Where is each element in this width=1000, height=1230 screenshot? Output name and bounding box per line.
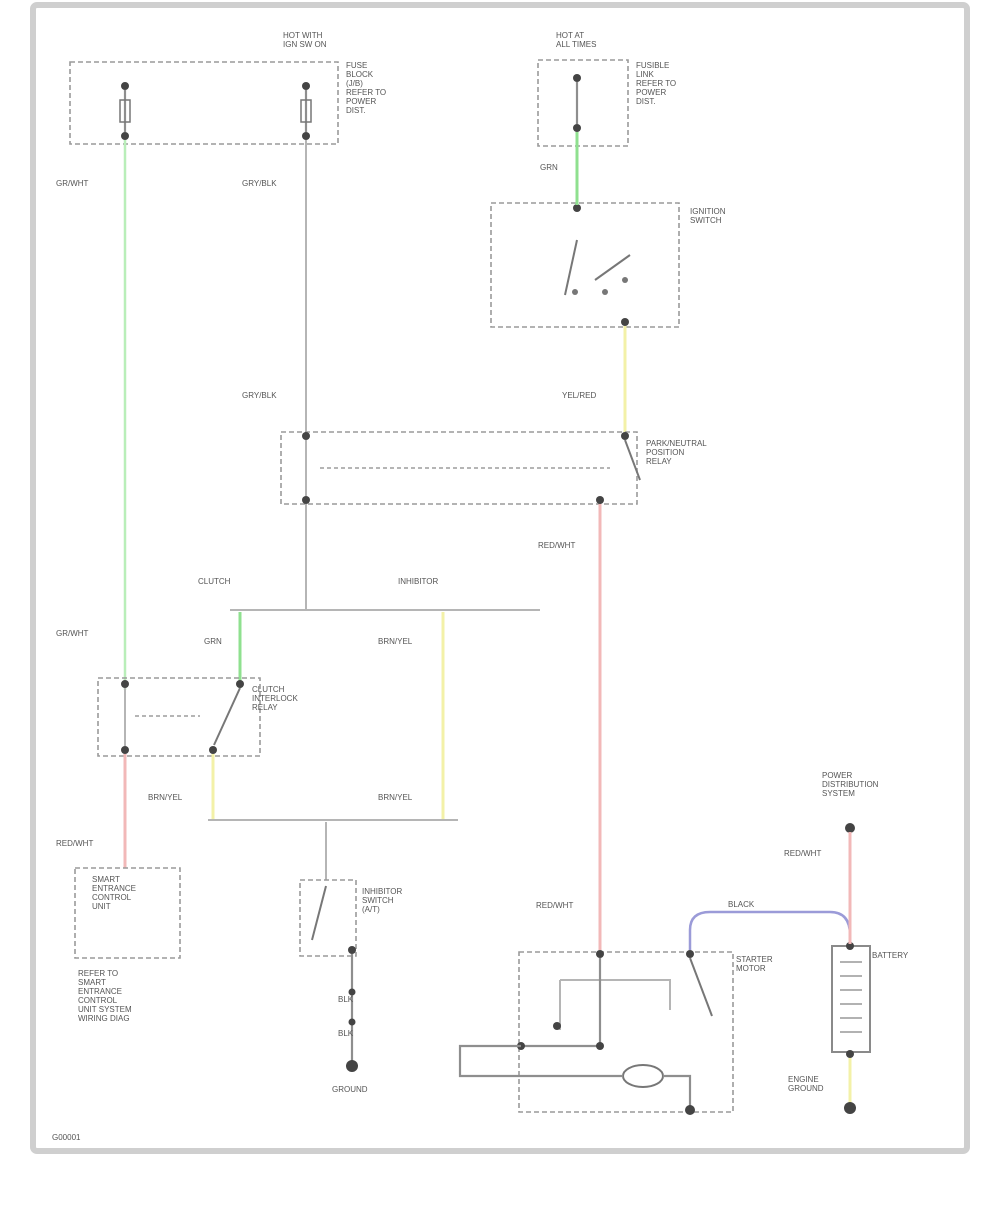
inhibitor-switch-box [299, 879, 357, 957]
starter-ground-terminal [685, 1105, 695, 1115]
clutch-terminal-1 [121, 680, 129, 688]
clutch-terminal-3 [236, 680, 244, 688]
fuse-terminal-4 [302, 132, 310, 140]
tag-yellow-left: BRN/YEL [148, 793, 183, 802]
fuse-terminal-3 [302, 82, 310, 90]
tag-green-clutch: GRN [204, 637, 222, 646]
tag-red-center: RED/WHT [538, 541, 575, 550]
tag-red-right: RED/WHT [784, 849, 821, 858]
fuse-element-right [300, 99, 312, 123]
ignition-terminal-out [621, 318, 629, 326]
tag-green-left-mid: GR/WHT [56, 629, 89, 638]
pnp-switch-contact [624, 439, 641, 481]
ignition-switch-box [490, 202, 680, 328]
clutch-relay-box [97, 677, 261, 757]
pnp-terminal-2 [302, 496, 310, 504]
ignition-contact-pt-3 [622, 277, 628, 283]
ignition-contact [564, 239, 578, 296]
tag-grey-center-top: GRY/BLK [242, 179, 277, 188]
pnp-terminal-3 [621, 432, 629, 440]
smart-entrance-box [74, 867, 181, 959]
pnp-terminal-4 [596, 496, 604, 504]
starter-terminal-s [596, 950, 604, 958]
fuse-terminal-2 [121, 132, 129, 140]
starter-junction-3 [553, 1022, 561, 1030]
tag-black-ground: BLK [338, 995, 354, 1004]
starter-solenoid-contact [689, 957, 713, 1017]
fusible-link-terminal [573, 74, 581, 82]
inhibitor-terminal-out [348, 946, 356, 954]
ignition-contact-pt-2 [602, 289, 608, 295]
tag-red-starter: RED/WHT [536, 901, 573, 910]
clutch-terminal-4 [209, 746, 217, 754]
starter-internal-1 [559, 979, 671, 1030]
splice-right-label: INHIBITOR [398, 577, 439, 586]
ignition-contact-2 [594, 254, 631, 281]
battery-ground-symbol [844, 1102, 856, 1114]
splice-left-label: CLUTCH [198, 577, 231, 586]
starter-junction-1 [596, 1042, 604, 1050]
battery-negative [846, 1050, 854, 1058]
fuse-terminal-1 [121, 82, 129, 90]
pnp-relay-box [280, 431, 638, 505]
battery-label: BATTERY [872, 951, 909, 960]
diagram-frame [30, 2, 970, 1154]
inhibitor-switch-contact [311, 885, 327, 941]
starter-motor-armature [622, 1064, 664, 1088]
battery-cells [840, 961, 862, 1033]
battery-positive [846, 942, 854, 950]
tag-green-tr: GRN [540, 163, 558, 172]
fuse-block-right [537, 59, 629, 147]
starter-motor-box [518, 951, 734, 1113]
fuse-element-left [119, 99, 131, 123]
tag-yellow-right-bot: BRN/YEL [378, 793, 413, 802]
pnp-terminal-1 [302, 432, 310, 440]
ignition-terminal-in [573, 204, 581, 212]
tag-yellow-right-top: BRN/YEL [378, 637, 413, 646]
fuse-block-left [69, 61, 339, 145]
ground-left-symbol [346, 1060, 358, 1072]
tag-yellow-ign: YEL/RED [562, 391, 596, 400]
tag-green-left-top: GR/WHT [56, 179, 89, 188]
starter-internal-3 [458, 1044, 692, 1110]
inhibitor-connector-1 [348, 988, 356, 996]
clutch-switch-contact [213, 687, 241, 746]
ignition-contact-pt-1 [572, 289, 578, 295]
inhibitor-connector-2 [348, 1018, 356, 1026]
power-dist-terminal [845, 823, 855, 833]
ground-left-label: GROUND [332, 1085, 368, 1094]
tag-red-left: RED/WHT [56, 839, 93, 848]
clutch-terminal-2 [121, 746, 129, 754]
diagram-id: G00001 [52, 1133, 81, 1142]
wire-blue-battery [688, 910, 852, 950]
tag-grey-center-mid: GRY/BLK [242, 391, 277, 400]
starter-terminal-b [686, 950, 694, 958]
fusible-link-terminal-out [573, 124, 581, 132]
tag-black-ground-2: BLK [338, 1029, 354, 1038]
blue-wire-label: BLACK [728, 900, 755, 909]
